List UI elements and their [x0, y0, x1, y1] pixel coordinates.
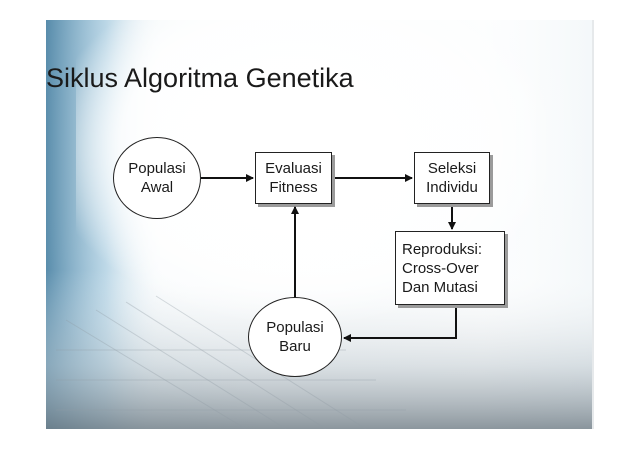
node-populasi-awal-line1: Populasi — [128, 160, 186, 177]
node-evaluasi-fitness: Evaluasi Fitness — [255, 152, 332, 204]
slide-title: Siklus Algoritma Genetika — [46, 63, 354, 93]
node-seleksi-individu: Seleksi Individu — [414, 152, 490, 204]
node-populasi-baru-line1: Populasi — [266, 319, 324, 336]
node-populasi-baru-line2: Baru — [279, 338, 311, 355]
node-populasi-baru: Populasi Baru — [248, 297, 342, 377]
node-reproduksi-line3: Dan Mutasi — [402, 278, 478, 296]
node-populasi-awal-line2: Awal — [140, 179, 174, 196]
node-reproduksi: Reproduksi: Cross-Over Dan Mutasi — [395, 231, 505, 305]
node-evaluasi-fitness-line1: Evaluasi — [265, 160, 322, 177]
node-reproduksi-line2: Cross-Over — [402, 259, 479, 277]
node-seleksi-individu-line2: Individu — [426, 179, 478, 196]
node-seleksi-individu-line1: Seleksi — [427, 160, 477, 177]
node-reproduksi-line1: Reproduksi: — [402, 240, 483, 258]
node-evaluasi-fitness-line2: Fitness — [269, 179, 318, 196]
node-populasi-awal: Populasi Awal — [113, 137, 201, 219]
